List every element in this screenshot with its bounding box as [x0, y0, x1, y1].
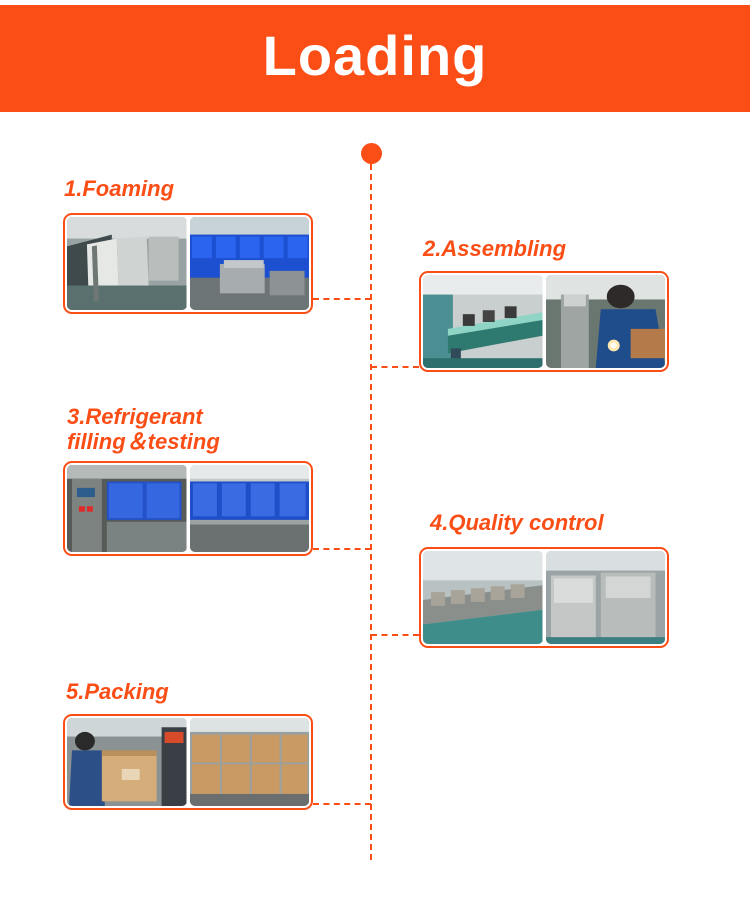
connector-quality-control — [371, 634, 419, 636]
carton-stack-photo — [189, 718, 309, 806]
step-title-refrigerant-line2: filling＆testing — [67, 429, 220, 454]
step-title-foaming: 1.Foaming — [64, 176, 175, 201]
timeline-line — [370, 164, 372, 860]
step-photos-foaming — [63, 213, 313, 314]
step-photos-refrigerant — [63, 461, 313, 556]
step-title-assembling: 2.Assembling — [423, 236, 567, 261]
step-title-refrigerant-line1: 3.Refrigerant — [67, 404, 203, 429]
timeline-start-dot — [361, 143, 382, 164]
header-banner: Loading — [0, 5, 750, 112]
wrapped-machines-photo — [545, 551, 665, 644]
step-photos-quality-control — [419, 547, 669, 648]
assembly-line-photo — [423, 275, 543, 368]
connector-assembling — [371, 366, 419, 368]
foaming-blue-molds-photo — [189, 217, 309, 310]
step-photos-packing — [63, 714, 313, 810]
worker-packing-photo — [67, 718, 187, 806]
connector-foaming — [313, 298, 371, 300]
testing-line-photo — [189, 465, 309, 552]
page-title: Loading — [262, 24, 488, 87]
filling-station-photo — [67, 465, 187, 552]
quality-line-photo — [423, 551, 543, 644]
step-photos-assembling — [419, 271, 669, 372]
step-title-packing: 5.Packing — [66, 679, 169, 704]
step-title-quality-control: 4.Quality control — [430, 510, 604, 535]
foaming-panels-photo — [67, 217, 187, 310]
connector-refrigerant — [313, 548, 371, 550]
worker-welding-photo — [545, 275, 665, 368]
connector-packing — [313, 803, 371, 805]
